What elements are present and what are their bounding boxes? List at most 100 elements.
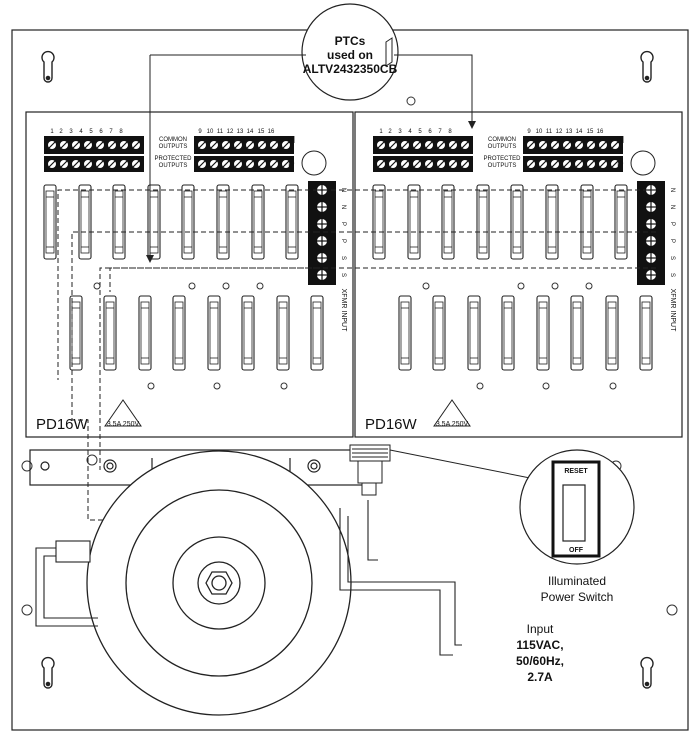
terminal-number: 16	[268, 129, 275, 135]
terminal-number: 15	[587, 129, 594, 135]
ptc-callout-line3: ALTV2432350CB	[303, 62, 398, 76]
keyhole-top-right	[640, 50, 654, 83]
output-terminal-block-right	[523, 136, 623, 172]
input-terminal-label: P	[340, 239, 346, 243]
board-hole	[213, 382, 221, 390]
input-terminal-label: S	[340, 273, 346, 277]
fuse-bottom	[570, 295, 584, 371]
protected-outputs-label: OUTPUTS	[159, 163, 188, 169]
fuse-top	[216, 184, 230, 260]
board-hole	[256, 282, 264, 290]
input-terminal-label: P	[669, 239, 675, 243]
protected-outputs-label: PROTECTED	[483, 156, 521, 162]
fuse-top	[476, 184, 490, 260]
fuse-bottom	[639, 295, 653, 371]
fuse-top	[545, 184, 559, 260]
board-hole	[551, 282, 559, 290]
terminal-number: 13	[237, 129, 244, 135]
terminal-number: 6	[428, 129, 432, 135]
p-label: P	[617, 160, 624, 171]
terminal-number: 4	[79, 129, 83, 135]
terminal-number: 10	[207, 129, 214, 135]
fuse-bottom	[241, 295, 255, 371]
n-label: N	[288, 135, 295, 146]
terminal-number: 3	[398, 129, 402, 135]
output-terminal-block-right	[194, 136, 294, 172]
ptc-callout-line2: used on	[327, 48, 373, 62]
off-label: OFF	[569, 547, 584, 554]
protected-outputs-label: OUTPUTS	[488, 163, 517, 169]
terminal-number: 9	[198, 129, 202, 135]
fuse-top	[407, 184, 421, 260]
reset-label: RESET	[564, 468, 588, 475]
board-mount-hole	[301, 150, 327, 176]
terminal-number: 8	[119, 129, 123, 135]
board-hole	[280, 382, 288, 390]
board-hole	[517, 282, 525, 290]
input-terminal-label: S	[340, 256, 346, 260]
terminal-number: 7	[438, 129, 442, 135]
fuse-bottom	[103, 295, 117, 371]
fuse-bottom	[138, 295, 152, 371]
keyhole-bottom-left	[41, 656, 55, 689]
fuse-bottom	[536, 295, 550, 371]
fuse-top	[78, 184, 92, 260]
terminal-number: 9	[527, 129, 531, 135]
terminal-number: 7	[109, 129, 113, 135]
board-hole	[609, 382, 617, 390]
xfmr-input-label: XFMR INPUT	[669, 289, 676, 333]
fuse-top	[614, 184, 628, 260]
terminal-number: 12	[227, 129, 234, 135]
common-outputs-label: OUTPUTS	[488, 144, 517, 150]
fuse-bottom	[432, 295, 446, 371]
terminal-number: 13	[566, 129, 573, 135]
terminal-number: 5	[89, 129, 93, 135]
transformer-wiring	[35, 500, 462, 656]
keyhole-top-left	[41, 50, 55, 83]
fuse-rating-label: 3.5A 250V	[107, 421, 140, 428]
board-hole	[585, 282, 593, 290]
input-terminal-label: N	[669, 188, 675, 192]
input-spec-line3: 50/60Hz,	[516, 654, 564, 668]
input-spec-line4: 2.7A	[527, 670, 553, 684]
ptc-callout-line1: PTCs	[335, 34, 366, 48]
fuse-bottom	[172, 295, 186, 371]
input-spec: Input 115VAC, 50/60Hz, 2.7A	[516, 622, 564, 684]
ptc-callout: PTCs used on ALTV2432350CB	[146, 3, 476, 263]
fuse-bottom	[398, 295, 412, 371]
power-switch-caption-2: Power Switch	[541, 590, 614, 604]
terminal-number: 1	[50, 129, 54, 135]
terminal-number: 1	[379, 129, 383, 135]
fuse-rating-label: 3.5A 250V	[436, 421, 469, 428]
terminal-number: 11	[546, 129, 553, 135]
fuse-bottom	[207, 295, 221, 371]
toroidal-transformer	[86, 450, 352, 716]
fuse-top	[43, 184, 57, 260]
input-terminal-label: N	[340, 205, 346, 209]
board-hole	[93, 282, 101, 290]
input-terminal-label: S	[669, 273, 675, 277]
dashed-wiring	[57, 189, 656, 521]
fuse-bottom	[276, 295, 290, 371]
terminal-number: 4	[408, 129, 412, 135]
terminal-number: 2	[59, 129, 63, 135]
terminal-number: 10	[536, 129, 543, 135]
board-hole	[222, 282, 230, 290]
power-switch-callout: RESET OFF Illuminated Power Switch	[519, 449, 635, 604]
fuse-top	[147, 184, 161, 260]
fuse-warning-icon	[104, 399, 142, 427]
terminal-number: 14	[576, 129, 583, 135]
n-label: N	[617, 135, 624, 146]
input-terminal-label: P	[669, 222, 675, 226]
terminal-number: 16	[597, 129, 604, 135]
terminal-number: 3	[69, 129, 73, 135]
fuse-bottom	[69, 295, 83, 371]
terminal-number: 5	[418, 129, 422, 135]
input-terminal-label: P	[340, 222, 346, 226]
fuse-top	[181, 184, 195, 260]
keyhole-bottom-right	[640, 656, 654, 689]
common-outputs-label: OUTPUTS	[159, 144, 188, 150]
fuse-bottom	[467, 295, 481, 371]
